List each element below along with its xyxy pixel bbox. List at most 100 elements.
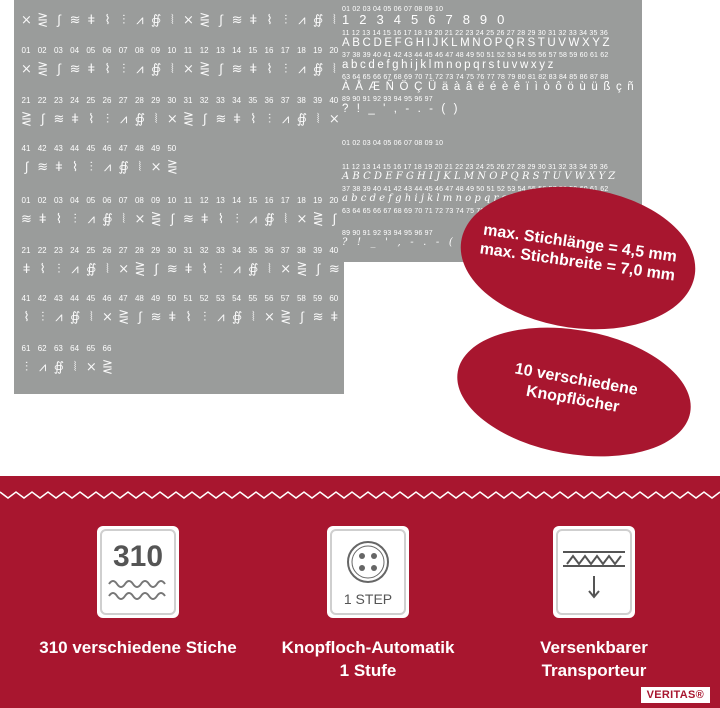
- stitch-number: 13: [215, 46, 225, 55]
- stitch-pattern-icon: ⋛: [199, 61, 210, 76]
- stitch-number: 10: [167, 46, 177, 55]
- stitch-pattern-icon: ⫶: [122, 61, 125, 76]
- stitch-number: 18: [296, 196, 306, 205]
- stitch-number: 32: [199, 246, 209, 255]
- stitch-number: 60: [329, 294, 339, 303]
- stitch-pattern-icon: ⦚: [284, 211, 287, 226]
- stitch-pattern-icon: ⋛: [312, 211, 324, 226]
- stitch-pattern-icon: ⨯: [21, 61, 32, 76]
- stitch-number: 02: [37, 46, 47, 55]
- stitch-count-icon-text: 310: [113, 540, 163, 573]
- stitch-number: 35: [248, 246, 258, 255]
- stitch-number: 24: [70, 96, 80, 105]
- stitch-number: 07: [118, 46, 128, 55]
- stitch-pattern-icon: ⦚: [122, 211, 125, 226]
- script-uppercase: ABCDEFGHIJKLMNOPQRSTUVWXYZ: [342, 171, 619, 182]
- stitch-pattern-icon: ⦚: [170, 61, 174, 76]
- stitch-number: 50: [167, 294, 177, 303]
- stitch-pattern-icon: ⨯: [118, 261, 129, 276]
- stitch-number: 31: [183, 246, 193, 255]
- stitch-number: 29: [151, 96, 161, 105]
- stitch-number: 39: [313, 246, 323, 255]
- stitch-pattern-icon: ⩘: [39, 359, 46, 374]
- stitch-number: 34: [232, 96, 242, 105]
- stitch-number: 47: [118, 144, 128, 153]
- stitch-pattern-icon: ∫: [219, 12, 223, 27]
- stitch-pattern-icon: ∯: [69, 309, 80, 324]
- stitch-number: 27: [118, 96, 128, 105]
- stitch-pattern-icon: ⌇: [266, 12, 272, 27]
- stitch-pattern-icon: ≋: [215, 111, 226, 126]
- stitch-pattern-icon: ǂ: [22, 261, 31, 276]
- stitch-number: 54: [232, 294, 242, 303]
- stitch-pattern-icon: ≋: [166, 261, 178, 276]
- stitch-pattern-icon: ≋: [37, 159, 48, 174]
- stitch-pattern-icon: ⩘: [249, 211, 257, 226]
- stitch-number: 43: [53, 144, 63, 153]
- stitch-number: 46: [102, 294, 112, 303]
- stitch-number: 61: [21, 344, 31, 353]
- stitch-pattern-icon: ∫: [202, 111, 207, 126]
- stitch-pattern-icon: ⩘: [298, 61, 305, 76]
- stitch-number: 20: [329, 196, 339, 205]
- stitch-number: 32: [199, 96, 209, 105]
- stitch-pattern-icon: ⌇: [104, 12, 110, 27]
- stitch-number: 21: [21, 96, 31, 105]
- stitch-pattern-icon: ∯: [248, 261, 258, 276]
- stitch-pattern-icon: ⫶: [284, 61, 287, 76]
- stitch-pattern-icon: ǂ: [87, 61, 96, 76]
- stitch-pattern-icon: ⌇: [55, 211, 62, 226]
- feature-buttonhole: 1 STEP Knopfloch-Automatik 1 Stufe: [258, 526, 478, 682]
- stitch-number: 41: [21, 294, 31, 303]
- stitch-pattern-icon: ⫶: [203, 309, 206, 324]
- stitch-pattern-icon: ǂ: [87, 12, 96, 27]
- stitch-number: 28: [134, 246, 144, 255]
- stitch-pattern-icon: ∫: [316, 261, 320, 276]
- stitch-pattern-icon: ǂ: [71, 111, 79, 126]
- stitch-pattern-icon: ⋛: [199, 12, 210, 27]
- feature-buttonhole-label: Knopfloch-Automatik 1 Stufe: [258, 636, 478, 682]
- stitch-pattern-icon: ∯: [86, 261, 96, 276]
- alphabet-numbers-1b: 11 12 13 14 15 16 17 18 19 20 21 22 23 2…: [342, 30, 608, 37]
- stitch-pattern-icon: ≋: [231, 61, 243, 76]
- stitch-number: 51: [183, 294, 193, 303]
- stitch-number: 43: [53, 294, 63, 303]
- stitch-number: 25: [86, 96, 96, 105]
- stitch-pattern-icon: ⌇: [185, 309, 191, 324]
- feature-buttonhole-label-line1: Knopfloch-Automatik: [281, 638, 455, 657]
- stitch-pattern-icon: ⫶: [89, 159, 93, 174]
- stitch-pattern-icon: ⩘: [55, 309, 62, 324]
- stitch-number: 08: [134, 46, 144, 55]
- stitch-pattern-icon: ∫: [24, 159, 29, 174]
- stitch-number: 46: [102, 144, 112, 153]
- stitch-number: 27: [118, 246, 128, 255]
- stitch-number: 42: [37, 144, 47, 153]
- stitch-number: 08: [134, 196, 144, 205]
- feature-feed-dog-label: Versenkbarer Transporteur: [484, 636, 704, 682]
- stitch-number: 16: [264, 196, 274, 205]
- stitch-pattern-icon: ∯: [264, 211, 274, 226]
- stitch-pattern-icon: ∯: [118, 159, 129, 174]
- stitch-number: 10: [167, 196, 177, 205]
- stitch-pattern-icon: ⋛: [296, 261, 307, 276]
- stitch-pattern-icon: ∫: [170, 211, 175, 226]
- stitch-pattern-icon: ⦚: [73, 359, 77, 374]
- stitch-number: 42: [37, 294, 47, 303]
- stitch-number: 50: [167, 144, 177, 153]
- stitch-pattern-icon: ⋛: [183, 111, 194, 126]
- feature-stitches: 310 310 verschiedene Stiche: [28, 526, 248, 659]
- stitch-number: 07: [118, 196, 128, 205]
- stitch-pattern-icon: ⦚: [251, 309, 255, 324]
- stitch-number: 03: [53, 196, 63, 205]
- script-numbers-2b: 11 12 13 14 15 16 17 18 19 20 21 22 23 2…: [342, 164, 608, 171]
- stitch-pattern-icon: ⋛: [37, 61, 48, 76]
- stitch-number: 06: [102, 46, 112, 55]
- stitch-number: 11: [183, 46, 193, 55]
- stitch-number: 14: [232, 46, 242, 55]
- stitch-pattern-icon: ⌇: [250, 111, 256, 126]
- stitch-pattern-icon: ǂ: [55, 159, 63, 174]
- stitch-pattern-icon: ⨯: [85, 359, 97, 374]
- stitch-number: 44: [70, 294, 80, 303]
- stitch-number: 63: [53, 344, 63, 353]
- stitch-pattern-icon: ∯: [134, 111, 145, 126]
